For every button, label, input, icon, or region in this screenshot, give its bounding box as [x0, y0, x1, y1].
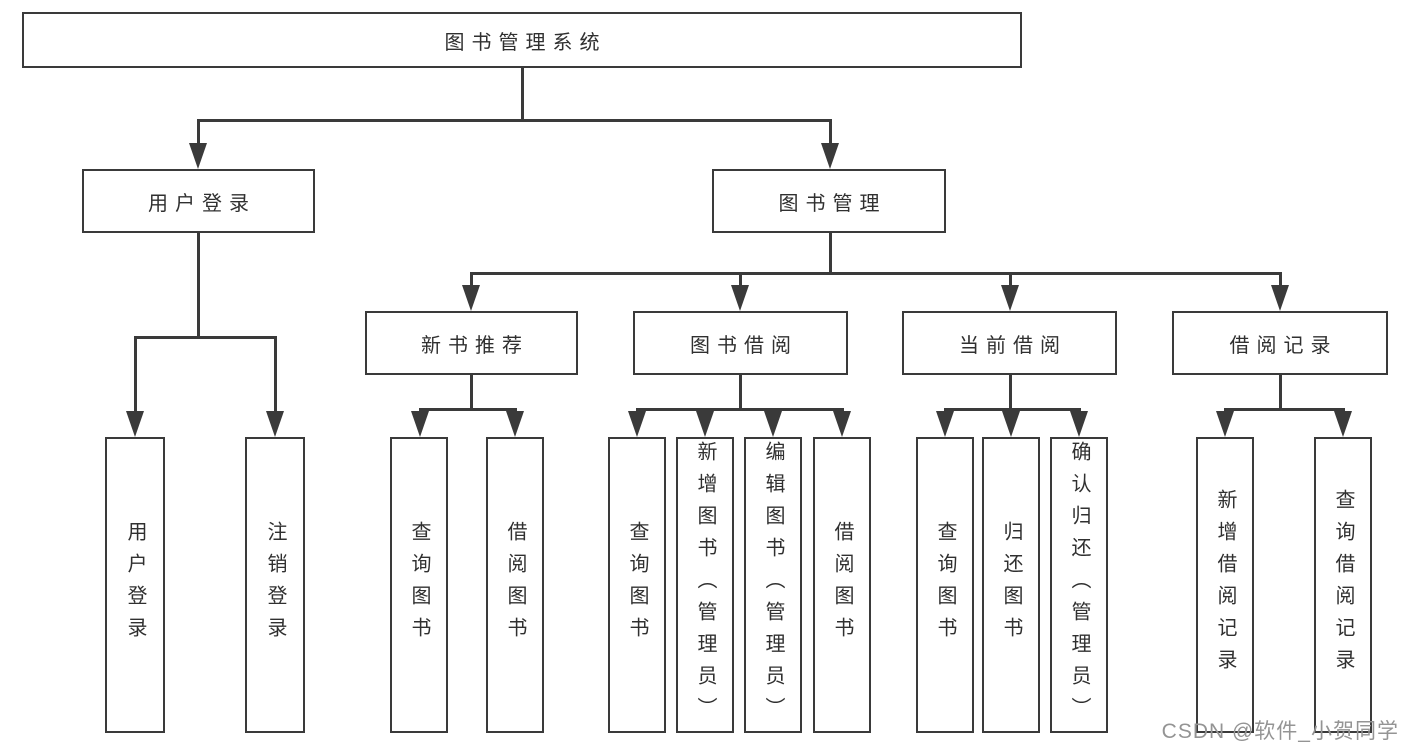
- arrowhead-down-icon: [696, 411, 714, 437]
- node-root: 图书管理系统: [22, 12, 1022, 68]
- connector-line: [469, 272, 1282, 275]
- node-current-borrow: 当前借阅: [902, 311, 1117, 375]
- connector-line: [828, 233, 832, 275]
- node-borrow-records: 借阅记录: [1172, 311, 1388, 375]
- connector-line: [469, 375, 473, 411]
- connector-line: [133, 336, 137, 412]
- node-leaf-bb-query-books: 查询图书: [608, 437, 666, 733]
- node-leaf-bb-borrow-books: 借阅图书: [813, 437, 871, 733]
- arrowhead-down-icon: [1216, 411, 1234, 437]
- node-leaf-bb-edit-books-admin: 编辑图书（管理员）: [744, 437, 802, 733]
- arrowhead-down-icon: [731, 285, 749, 311]
- connector-line: [1278, 272, 1282, 286]
- node-leaf-br-add-record: 新增借阅记录: [1196, 437, 1254, 733]
- arrowhead-down-icon: [506, 411, 524, 437]
- connector-line: [943, 408, 1081, 411]
- node-book-borrow: 图书借阅: [633, 311, 848, 375]
- node-leaf-cb-query-books: 查询图书: [916, 437, 974, 733]
- connector-line: [273, 336, 277, 412]
- node-leaf-cb-confirm-return-admin: 确认归还（管理员）: [1050, 437, 1108, 733]
- node-leaf-cb-return-books: 归还图书: [982, 437, 1040, 733]
- connector-line: [196, 119, 832, 122]
- arrowhead-down-icon: [1271, 285, 1289, 311]
- connector-line: [418, 408, 517, 411]
- arrowhead-down-icon: [189, 143, 207, 169]
- arrowhead-down-icon: [1334, 411, 1352, 437]
- node-user-login: 用户登录: [82, 169, 315, 233]
- arrowhead-down-icon: [1001, 285, 1019, 311]
- node-leaf-logout: 注销登录: [245, 437, 305, 733]
- connector-line: [196, 233, 200, 339]
- node-leaf-bb-add-books-admin: 新增图书（管理员）: [676, 437, 734, 733]
- connector-line: [1223, 408, 1345, 411]
- arrowhead-down-icon: [821, 143, 839, 169]
- connector-line: [1278, 375, 1282, 411]
- connector-line: [1008, 375, 1012, 411]
- arrowhead-down-icon: [833, 411, 851, 437]
- connector-line: [738, 272, 742, 286]
- arrowhead-down-icon: [1070, 411, 1088, 437]
- watermark: CSDN @软件_小贺同学: [1161, 720, 1399, 743]
- connector-line: [738, 375, 742, 411]
- node-book-management: 图书管理: [712, 169, 946, 233]
- node-leaf-user-login: 用户登录: [105, 437, 165, 733]
- node-leaf-nb-borrow-books: 借阅图书: [486, 437, 544, 733]
- connector-line: [133, 336, 277, 339]
- arrowhead-down-icon: [764, 411, 782, 437]
- connector-line: [828, 119, 832, 145]
- connector-line: [1008, 272, 1012, 286]
- node-new-book-recommend: 新书推荐: [365, 311, 578, 375]
- arrowhead-down-icon: [411, 411, 429, 437]
- arrowhead-down-icon: [126, 411, 144, 437]
- arrowhead-down-icon: [936, 411, 954, 437]
- connector-line: [196, 119, 200, 145]
- node-leaf-nb-query-books: 查询图书: [390, 437, 448, 733]
- node-leaf-br-query-record: 查询借阅记录: [1314, 437, 1372, 733]
- connector-line: [520, 68, 524, 122]
- arrowhead-down-icon: [462, 285, 480, 311]
- connector-line: [635, 408, 844, 411]
- arrowhead-down-icon: [266, 411, 284, 437]
- connector-line: [469, 272, 473, 286]
- arrowhead-down-icon: [1002, 411, 1020, 437]
- arrowhead-down-icon: [628, 411, 646, 437]
